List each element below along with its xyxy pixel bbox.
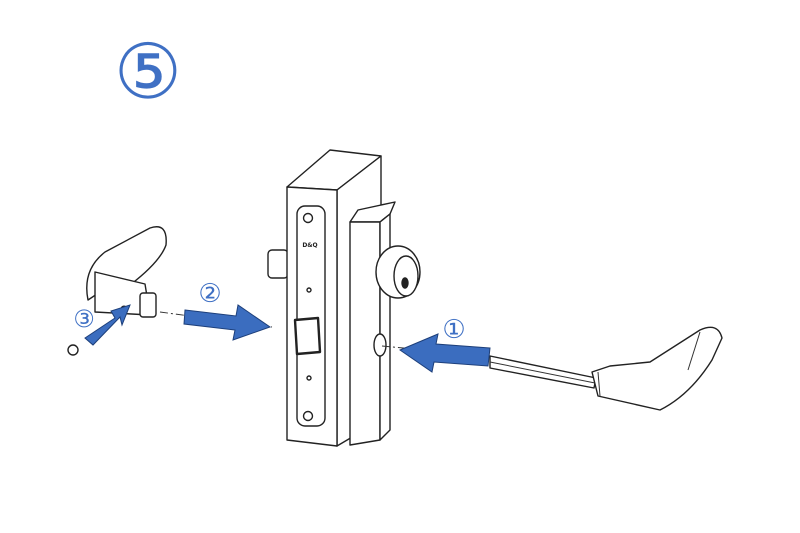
spindle (489, 355, 597, 389)
spindle-hole (373, 333, 387, 357)
backplate-front (349, 221, 381, 446)
faceplate (296, 205, 326, 427)
callout-1: ① (442, 315, 465, 345)
left-spindle-stub (139, 292, 157, 318)
screw-top (302, 212, 314, 224)
lock-brand-label: D&Q (302, 242, 317, 249)
axis-left (159, 311, 273, 328)
mortise-lock-body: D&Q (267, 149, 421, 447)
left-handle (67, 226, 167, 356)
right-lever (591, 326, 723, 411)
callout-2: ② (198, 279, 221, 309)
grub-screw (67, 344, 79, 356)
arrow-right-icon (183, 304, 272, 341)
latch-stub (267, 249, 289, 279)
arrow-left-icon (398, 333, 491, 373)
arrow-up-right-icon (84, 304, 131, 346)
screw-bottom (302, 410, 314, 422)
callout-3: ③ (73, 305, 95, 333)
latch-bolt (293, 316, 322, 356)
step-number: ⑤ (114, 27, 182, 116)
right-handle (489, 326, 723, 411)
